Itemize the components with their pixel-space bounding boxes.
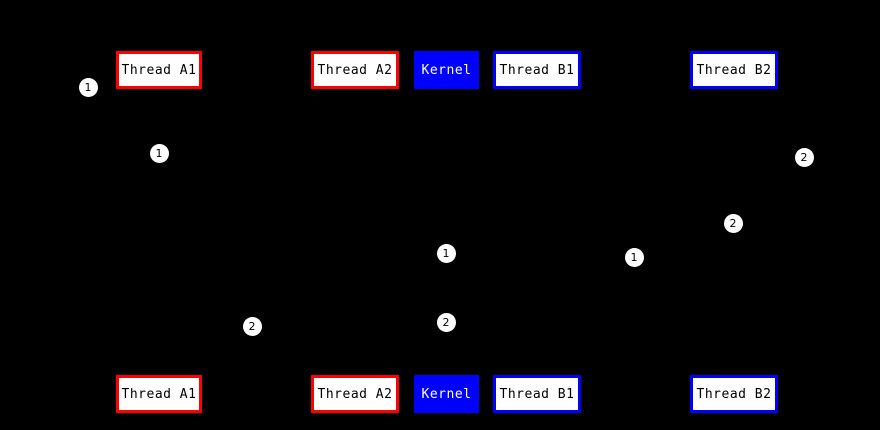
lifeline-kernel bbox=[446, 89, 447, 375]
participant-thread-b2-footer[interactable]: Thread B2 bbox=[690, 375, 778, 413]
step-marker-marker-5: 1 bbox=[436, 243, 456, 263]
step-marker-marker-8: 2 bbox=[436, 312, 456, 332]
message-line-msg-8 bbox=[446, 322, 537, 323]
participant-kernel-footer[interactable]: Kernel bbox=[414, 375, 479, 413]
participant-thread-b1-header[interactable]: Thread B1 bbox=[493, 51, 581, 89]
lifeline-thread-a1 bbox=[159, 89, 160, 375]
participant-thread-a2-footer[interactable]: Thread A2 bbox=[311, 375, 399, 413]
lifeline-thread-b1 bbox=[537, 89, 538, 375]
message-line-msg-3 bbox=[734, 157, 804, 158]
participant-label: Thread B1 bbox=[499, 386, 575, 402]
participant-label: Thread A1 bbox=[121, 386, 197, 402]
message-line-msg-6 bbox=[537, 257, 634, 258]
step-marker-label: 2 bbox=[442, 315, 450, 329]
lifeline-thread-a2 bbox=[355, 89, 356, 375]
participant-label: Thread B1 bbox=[499, 62, 575, 78]
participant-thread-a2-header[interactable]: Thread A2 bbox=[311, 51, 399, 89]
participant-label: Kernel bbox=[421, 62, 472, 78]
participant-thread-a1-header[interactable]: Thread A1 bbox=[116, 51, 202, 89]
step-marker-marker-3: 2 bbox=[794, 147, 814, 167]
participant-label: Thread A2 bbox=[317, 62, 393, 78]
participant-thread-a1-footer[interactable]: Thread A1 bbox=[116, 375, 202, 413]
participant-kernel-header[interactable]: Kernel bbox=[414, 51, 479, 89]
step-marker-label: 2 bbox=[800, 150, 808, 164]
step-marker-marker-6: 1 bbox=[624, 247, 644, 267]
participant-label: Thread A2 bbox=[317, 386, 393, 402]
step-marker-label: 2 bbox=[729, 216, 737, 230]
step-marker-label: 1 bbox=[442, 246, 450, 260]
participant-label: Thread B2 bbox=[696, 62, 772, 78]
step-marker-marker-2: 1 bbox=[149, 143, 169, 163]
step-marker-marker-4: 2 bbox=[723, 213, 743, 233]
participant-thread-b2-header[interactable]: Thread B2 bbox=[690, 51, 778, 89]
participant-label: Thread A1 bbox=[121, 62, 197, 78]
step-marker-label: 1 bbox=[155, 146, 163, 160]
step-marker-label: 1 bbox=[630, 250, 638, 264]
participant-thread-b1-footer[interactable]: Thread B1 bbox=[493, 375, 581, 413]
step-marker-label: 2 bbox=[248, 319, 256, 333]
participant-label: Thread B2 bbox=[696, 386, 772, 402]
step-marker-marker-7: 2 bbox=[242, 316, 262, 336]
message-line-msg-5 bbox=[355, 253, 446, 254]
participant-label: Kernel bbox=[421, 386, 472, 402]
step-marker-marker-1: 1 bbox=[78, 77, 98, 97]
step-marker-label: 1 bbox=[84, 80, 92, 94]
